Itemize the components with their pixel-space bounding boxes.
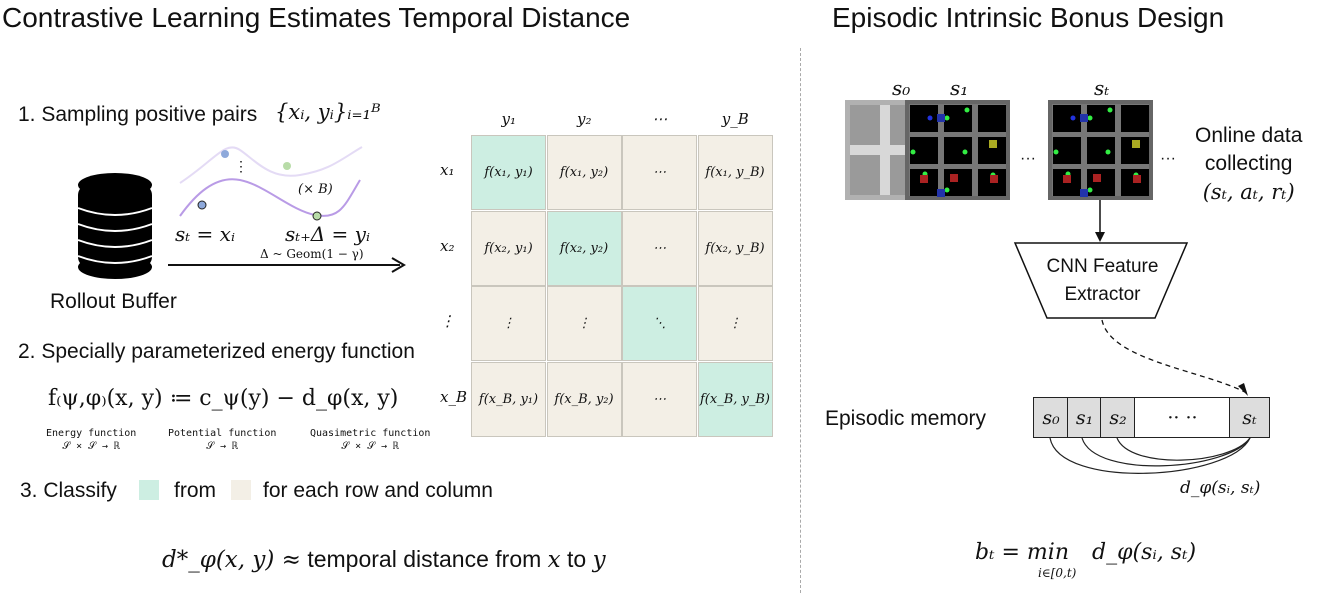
memory-cell-empty: ·· ·· [1134,397,1231,438]
frame-label: s₀ [892,76,911,100]
episode-illustration [845,100,1251,474]
energy-equation: f₍ψ,φ₎(x, y) ≔ c_ψ(y) − d_φ(x, y) [48,386,399,411]
column-header: y₂ [577,110,592,128]
positive-point [312,211,322,221]
ellipsis: ··· [1020,150,1036,167]
matrix-cell-negative: ⋯ [622,361,697,437]
step3-label: 3. Classify [20,479,117,502]
step2-label: 2. Specially parameterized energy functi… [18,340,415,363]
matrix-cell-negative: f(x_B, y₁) [471,361,546,437]
frame-label: sₜ [1094,76,1110,100]
matrix-cell-positive: f(x_B, y_B) [697,361,773,437]
positive-swatch [139,480,159,500]
right-title: Episodic Intrinsic Bonus Design [832,2,1225,33]
matrix-cell-negative: ⋯ [622,210,697,286]
frame-label: s₁ [950,76,969,100]
distance-arcs [1049,437,1251,474]
bonus-eq-lhs: bₜ = min [975,540,1069,565]
matrix-cell-positive: f(x₂, y₂) [546,210,622,286]
distance-label: d_φ(sᵢ, sₜ) [1180,478,1261,498]
matrix-cell-negative: ⋮ [697,286,773,361]
row-header: ⋮ [440,312,455,330]
pairs-math: {xᵢ, yᵢ}ᵢ₌₁ᴮ [275,100,381,124]
batch-label: (× B) [298,182,333,197]
row-header: x₁ [440,161,455,179]
matrix-cell-negative: f(x_B, y₂) [546,361,622,437]
left-title: Contrastive Learning Estimates Temporal … [2,2,631,33]
arrow-icon [1238,383,1248,396]
database-icon [77,173,153,279]
row-header: x_B [440,387,467,406]
anchor-point [197,200,207,210]
step1-label: 1. Sampling positive pairs [18,103,258,126]
matrix-cell-negative: f(x₂, y₁) [471,210,546,286]
sampling-illustration [77,146,406,279]
online-collecting-label: Online data collecting (sₜ, aₜ, rₜ) [1195,124,1303,204]
matrix-cell-negative: f(x₂, y_B) [697,210,773,286]
memory-cell: sₜ [1229,397,1270,438]
episodic-memory-label: Episodic memory [825,407,987,430]
cnn-feature-extractor: CNN Feature Extractor [1046,256,1159,305]
state-point [283,162,291,170]
step3-rest: for each row and column [263,479,493,502]
step3-from: from [174,479,216,502]
ellipsis: ⋮ [234,158,248,174]
matrix-cell-negative: f(x₁, y_B) [697,135,773,210]
frame-st [1048,100,1153,200]
trajectory-faint [179,146,363,184]
geom-label: Δ ~ Geom(1 − γ) [260,247,364,261]
row-header: x₂ [440,236,455,255]
positive-eq: sₜ₊Δ = yᵢ [285,222,370,246]
anchor-eq: sₜ = xᵢ [175,222,235,246]
cnn-trapezoid [1013,242,1189,319]
ellipsis: ··· [1160,150,1176,167]
matrix-cell-negative: ⋮ [471,286,546,361]
matrix-cell-negative: ⋯ [622,135,697,210]
memory-cell: s₁ [1067,397,1102,438]
arrow-icon [1095,232,1105,242]
memory-cell: s₂ [1100,397,1136,438]
conclusion: d*_φ(x, y) ≈ temporal distance from x to… [162,546,606,573]
divider [800,48,801,593]
frame-s1 [905,100,1010,200]
bonus-eq-sub: i∈[0,t) [1038,566,1077,580]
column-header: y_B [721,110,749,128]
column-header: y₁ [501,110,517,128]
matrix-cell-negative: ⋮ [546,286,622,361]
column-header: ⋯ [652,110,668,128]
trajectory [179,178,361,217]
memory-cell: s₀ [1033,397,1069,438]
state-point [221,150,229,158]
negative-swatch [231,480,251,500]
bonus-eq-rhs: d_φ(sᵢ, sₜ) [1092,540,1197,565]
rollout-buffer-label: Rollout Buffer [50,290,177,313]
matrix-cell-negative: f(x₁, y₂) [546,135,622,210]
matrix-cell-positive: ⋱ [622,286,697,361]
arrow-icon [391,257,406,273]
matrix-cell-positive: f(x₁, y₁) [471,135,546,210]
